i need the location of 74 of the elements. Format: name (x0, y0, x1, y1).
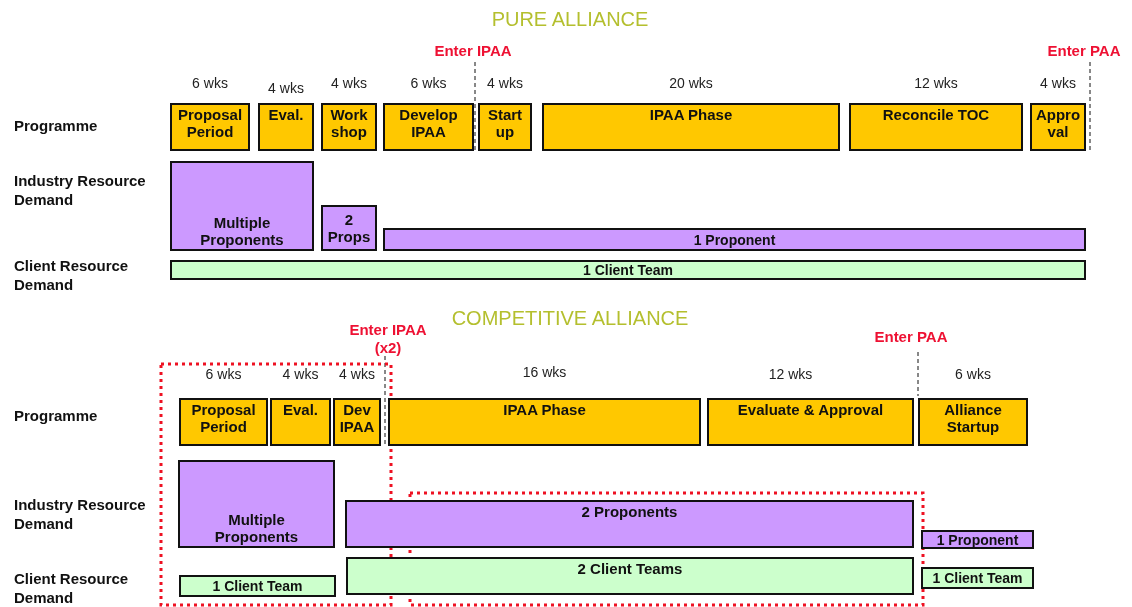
milestone-label: Enter IPAA (434, 42, 512, 60)
duration-label: 4 wks (282, 366, 319, 382)
row-label: Client Resource Demand (14, 256, 130, 294)
bar-label: Multiple Proponents (199, 214, 285, 248)
duration-label: 6 wks (955, 366, 991, 382)
bar-label: IPAA Phase (503, 401, 586, 418)
phase-box (388, 398, 701, 446)
resource-bar (170, 260, 1086, 280)
phase-box (179, 398, 268, 446)
duration-label: 12 wks (914, 75, 958, 91)
bar-label: Multiple Proponents (213, 511, 300, 545)
row-label: Client Resource Demand (14, 569, 130, 607)
resource-bar (321, 205, 377, 251)
duration-label: 4 wks (339, 366, 375, 382)
bar-label: 1 Proponent (693, 232, 776, 247)
bar-label: Reconcile TOC (882, 106, 990, 123)
bar-label: Eval. (283, 401, 318, 418)
resource-bar (178, 460, 335, 548)
phase-box (333, 398, 381, 446)
duration-label: 6 wks (205, 366, 242, 382)
bar-label: Appro val (1035, 106, 1081, 140)
phase-box (918, 398, 1028, 446)
row-label: Programme (14, 116, 99, 135)
row-label: Industry Resource Demand (14, 171, 147, 209)
duration-label: 4 wks (268, 80, 304, 96)
resource-bar (179, 575, 336, 597)
resource-bar (921, 530, 1034, 549)
milestone-label: Enter PAA (1047, 42, 1121, 60)
bar-label: Eval. (268, 106, 304, 123)
bar-label: IPAA Phase (649, 106, 733, 123)
bar-label: Proposal Period (176, 106, 244, 140)
duration-label: 4 wks (331, 75, 367, 91)
bar-label: Develop IPAA (398, 106, 459, 140)
phase-box (321, 103, 377, 151)
bar-label: Work shop (329, 106, 369, 140)
section-title: COMPETITIVE ALLIANCE (451, 307, 689, 330)
resource-bar (346, 557, 914, 595)
bar-label: 1 Client Team (583, 263, 673, 277)
bar-label: 2 Proponents (581, 503, 678, 520)
bar-label: Start up (486, 106, 524, 140)
bar-label: Proposal Period (190, 401, 257, 435)
duration-label: 16 wks (522, 364, 567, 380)
bar-label: Evaluate & Approval (737, 401, 884, 418)
resource-bar (345, 500, 914, 548)
milestone-label: Enter PAA (874, 328, 948, 346)
duration-label: 6 wks (192, 75, 228, 91)
bar-label: Dev IPAA (338, 401, 376, 435)
duration-label: 4 wks (1040, 75, 1076, 91)
row-label: Programme (14, 406, 99, 425)
phase-box (542, 103, 840, 151)
bar-label: 2 Props (326, 211, 372, 245)
duration-label: 4 wks (487, 75, 523, 91)
section-title: PURE ALLIANCE (491, 8, 649, 31)
phase-box (383, 103, 474, 151)
bar-label: Alliance Startup (943, 401, 1003, 435)
phase-box (849, 103, 1023, 151)
duration-label: 20 wks (669, 75, 713, 91)
bar-label: 2 Client Teams (577, 560, 683, 577)
phase-box (170, 103, 250, 151)
resource-bar (921, 567, 1034, 589)
duration-label: 6 wks (410, 75, 447, 91)
duration-label: 12 wks (768, 366, 813, 382)
bar-label: 1 Client Team (932, 571, 1023, 585)
bar-label: 1 Proponent (936, 532, 1019, 547)
row-label: Industry Resource Demand (14, 495, 147, 533)
resource-bar (170, 161, 314, 251)
phase-box (707, 398, 914, 446)
milestone-label: Enter IPAA (x2) (348, 321, 428, 357)
resource-bar (383, 228, 1086, 251)
phase-box (478, 103, 532, 151)
phase-box (258, 103, 314, 151)
phase-box (270, 398, 331, 446)
phase-box (1030, 103, 1086, 151)
bar-label: 1 Client Team (212, 579, 303, 593)
